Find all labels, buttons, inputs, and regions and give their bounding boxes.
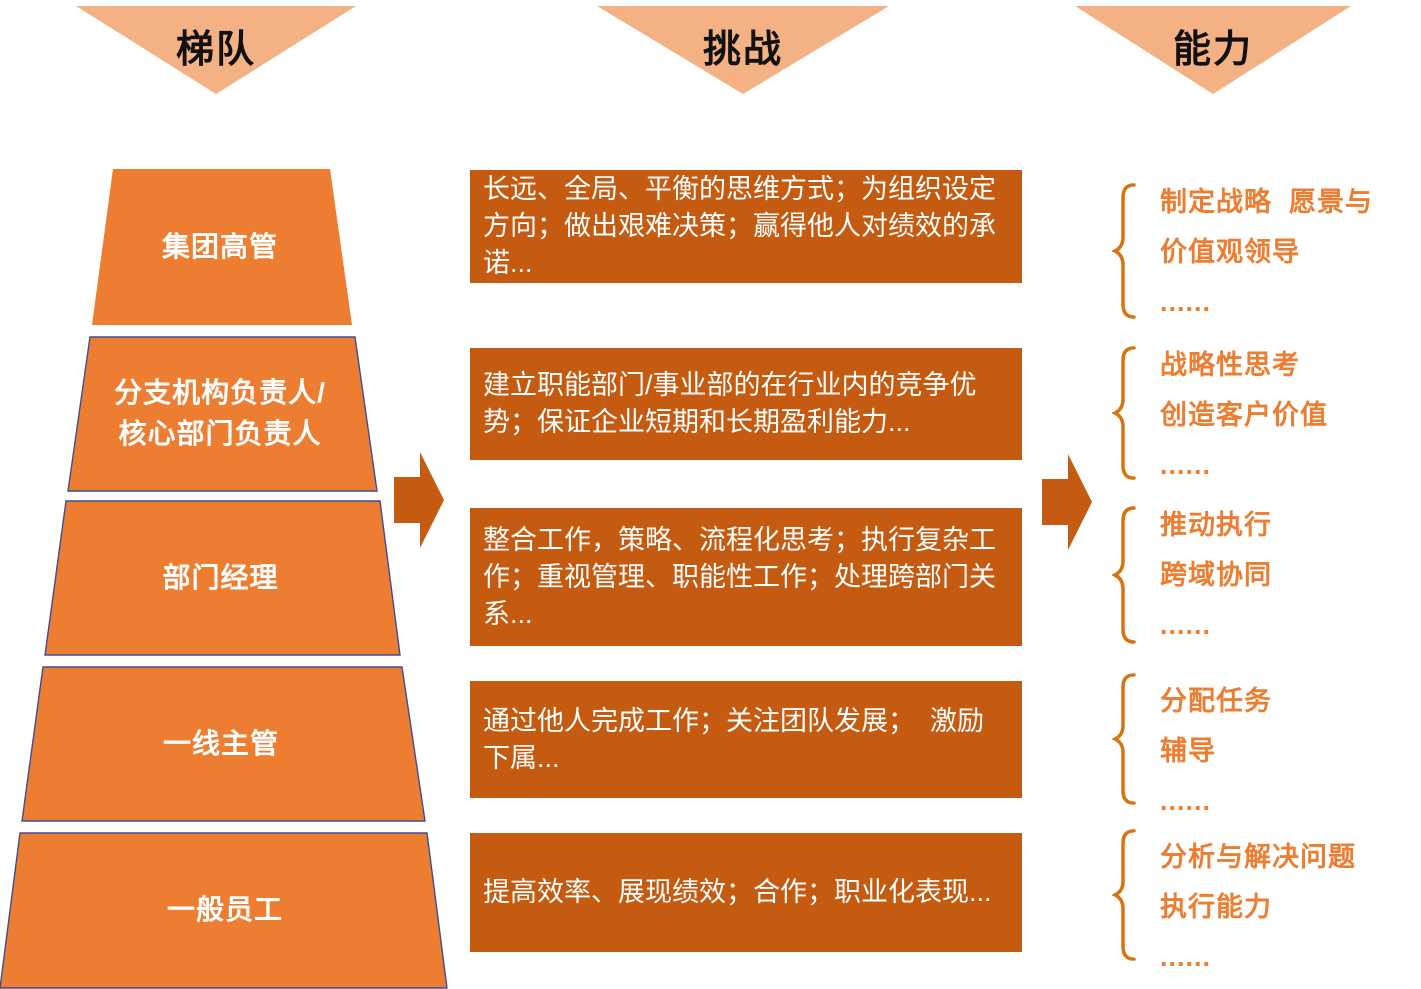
- challenge-box-executives: 长远、全局、平衡的思维方式；为组织设定方向；做出艰难决策；赢得他人对绩效的承诺.…: [470, 170, 1022, 283]
- tier-label: 一般员工: [166, 894, 283, 926]
- pyramid-tier-general-staff: 一般员工: [0, 832, 450, 989]
- challenge-text: 提高效率、展现绩效；合作；职业化表现...: [483, 877, 992, 907]
- capability-list-executives: 制定战略 愿景与 价值观领导 ......: [1160, 177, 1421, 327]
- trapezoid-shape: [92, 169, 352, 325]
- curly-brace-icon: [1111, 828, 1138, 962]
- challenge-box-branch-heads: 建立职能部门/事业部的在行业内的竞争优势；保证企业短期和长期盈利能力...: [470, 348, 1022, 460]
- capability-ellipsis: ......: [1160, 942, 1212, 972]
- capability-line: 执行能力: [1160, 892, 1272, 922]
- capability-line: 创造客户价值: [1160, 400, 1328, 430]
- tier-label: 集团高管: [161, 230, 278, 262]
- challenge-text: 建立职能部门/事业部的在行业内的竞争优势；保证企业短期和长期盈利能力...: [483, 370, 977, 437]
- header-challenge-label: 挑战: [702, 29, 783, 71]
- pyramid-tier-group-executives: 集团高管: [85, 168, 355, 326]
- challenge-text: 整合工作，策略、流程化思考；执行复杂工作；重视管理、职能性工作；处理跨部门关系.…: [483, 524, 996, 629]
- curly-brace-icon: [1111, 182, 1138, 320]
- pyramid-tier-branch-heads: 分支机构负责人/ 核心部门负责人: [60, 336, 380, 492]
- trapezoid-shape: [44, 500, 401, 656]
- capability-list-general-staff: 分析与解决问题 执行能力 ......: [1160, 832, 1421, 982]
- capability-line: 分配任务: [1160, 686, 1272, 716]
- header-chevron-tier: 梯队: [76, 6, 356, 94]
- challenge-text: 长远、全局、平衡的思维方式；为组织设定方向；做出艰难决策；赢得他人对绩效的承诺.…: [483, 174, 996, 278]
- curly-brace-icon: [1111, 672, 1138, 806]
- capability-list-department-managers: 推动执行 跨域协同 ......: [1160, 500, 1421, 650]
- curly-brace-icon: [1111, 345, 1138, 481]
- trapezoid-shape: [0, 832, 448, 989]
- challenge-box-frontline-supervisors: 通过他人完成工作；关注团队发展； 激励下属...: [470, 681, 1022, 798]
- capability-line: 价值观领导: [1160, 237, 1300, 267]
- capability-list-branch-heads: 战略性思考 创造客户价值 ......: [1160, 340, 1421, 490]
- challenge-text: 通过他人完成工作；关注团队发展； 激励下属...: [483, 705, 985, 773]
- tier-label: 部门经理: [162, 561, 279, 593]
- capability-list-frontline-supervisors: 分配任务 辅导 ......: [1160, 676, 1421, 826]
- trapezoid-shape: [67, 336, 378, 492]
- capability-line: 推动执行: [1160, 510, 1272, 540]
- capability-ellipsis: ......: [1160, 610, 1212, 640]
- tier-label: 分支机构负责人/ 核心部门负责人: [114, 377, 326, 449]
- tier-label: 一线主管: [162, 727, 279, 759]
- pyramid-tier-frontline-supervisors: 一线主管: [15, 666, 427, 822]
- challenge-box-department-managers: 整合工作，策略、流程化思考；执行复杂工作；重视管理、职能性工作；处理跨部门关系.…: [470, 508, 1022, 646]
- capability-line: 分析与解决问题: [1160, 842, 1356, 872]
- capability-line: 辅导: [1160, 736, 1216, 766]
- header-chevron-challenge: 挑战: [597, 6, 889, 94]
- curly-brace-icon: [1111, 505, 1138, 645]
- header-capability-label: 能力: [1172, 29, 1253, 71]
- header-tier-label: 梯队: [175, 29, 256, 71]
- right-arrow-icon: [1042, 454, 1092, 550]
- capability-line: 制定战略 愿景与: [1160, 187, 1374, 217]
- capability-ellipsis: ......: [1160, 287, 1212, 317]
- header-chevron-capability: 能力: [1075, 6, 1351, 94]
- trapezoid-shape: [21, 666, 426, 822]
- challenge-box-general-staff: 提高效率、展现绩效；合作；职业化表现...: [470, 833, 1022, 952]
- capability-line: 战略性思考: [1160, 350, 1300, 380]
- capability-ellipsis: ......: [1160, 450, 1212, 480]
- capability-line: 跨域协同: [1160, 560, 1272, 590]
- pyramid-tier-department-managers: 部门经理: [38, 500, 403, 656]
- capability-ellipsis: ......: [1160, 786, 1212, 816]
